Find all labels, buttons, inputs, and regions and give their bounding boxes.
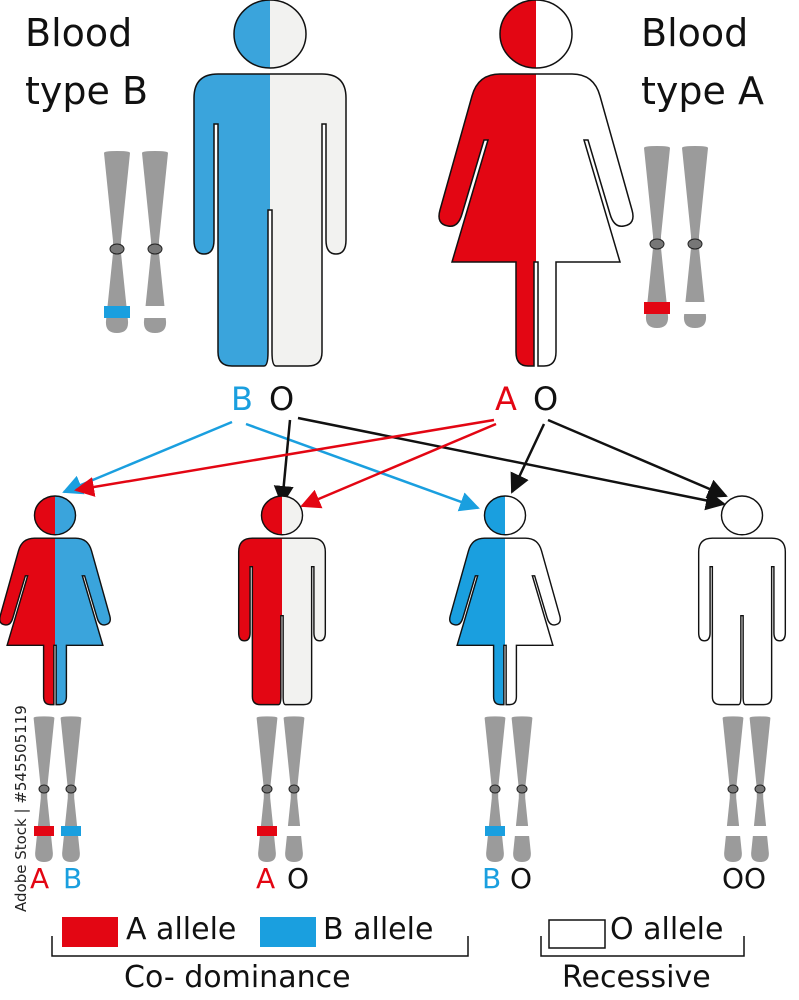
- mother-figure: [438, 0, 634, 367]
- mother-allele-1: A: [495, 380, 517, 418]
- codominance-caption: Co- dominance: [124, 960, 351, 995]
- mother-title-line1: Blood: [641, 11, 749, 55]
- child-ao-figure: [237, 495, 327, 706]
- child-bo-figure: [448, 495, 562, 706]
- father-allele-2: O: [269, 380, 295, 418]
- father-chromosomes: [104, 151, 168, 333]
- father-allele-1: B: [231, 380, 253, 418]
- child-3-allele-2: O: [510, 862, 533, 895]
- child-2-allele-2: O: [287, 862, 310, 895]
- child-ab-figure: [0, 495, 112, 706]
- recessive-bracket: [540, 936, 745, 957]
- recessive-caption: Recessive: [562, 960, 711, 995]
- child-1-allele-1: A: [30, 862, 50, 895]
- stock-watermark-id: Adobe Stock | #545505119: [12, 705, 30, 912]
- child-ab-chromosomes: [33, 716, 82, 862]
- father-title-line1: Blood: [25, 11, 133, 55]
- legend-b-swatch: [260, 917, 316, 947]
- legend-a-swatch: [62, 917, 118, 947]
- mother-chromosomes: [644, 146, 708, 328]
- mother-allele-2: O: [533, 380, 559, 418]
- legend-b-label: B allele: [323, 912, 434, 947]
- mother-title-line2: type A: [641, 69, 764, 113]
- father-figure: [193, 0, 347, 367]
- father-title-line2: type B: [25, 69, 149, 113]
- child-4-alleles: OO: [722, 862, 767, 895]
- child-ao-chromosomes: [256, 716, 305, 862]
- codominance-bracket: [51, 936, 469, 957]
- child-2-allele-1: A: [256, 862, 276, 895]
- legend-o-label: O allele: [610, 912, 724, 947]
- child-3-allele-1: B: [482, 862, 502, 895]
- inheritance-arrows: [62, 416, 728, 512]
- child-oo-chromosomes: [722, 716, 771, 862]
- child-bo-chromosomes: [484, 716, 533, 862]
- legend-o-swatch: [548, 919, 606, 949]
- legend-a-label: A allele: [126, 912, 237, 947]
- child-1-allele-2: B: [63, 862, 83, 895]
- child-oo-figure: [697, 495, 787, 706]
